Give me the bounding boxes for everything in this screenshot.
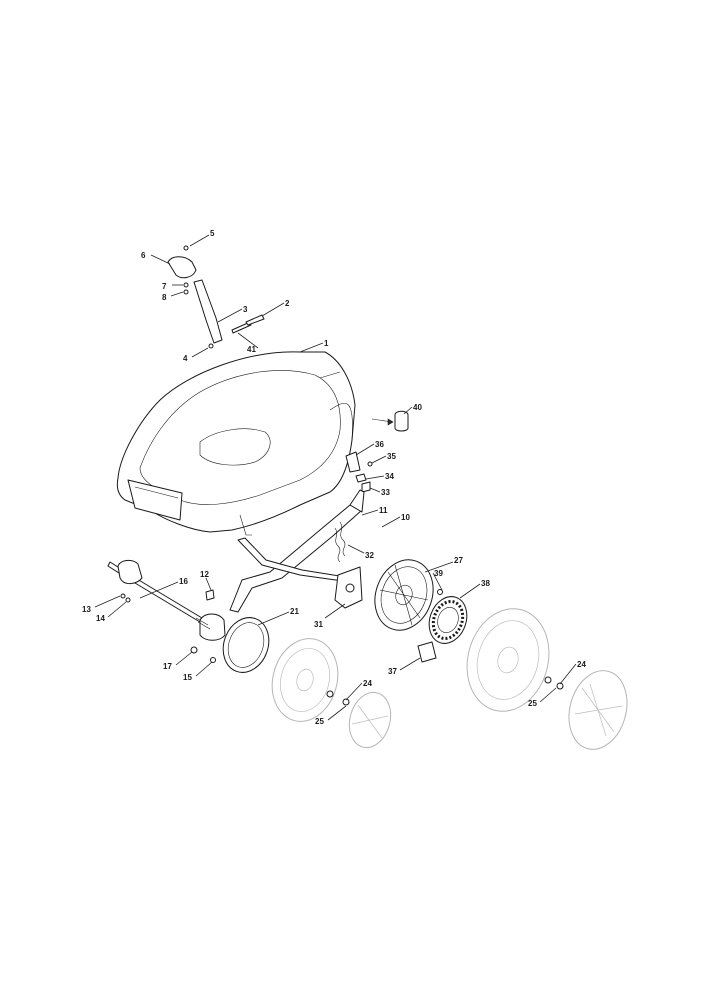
callout-25-right: 25 bbox=[528, 699, 537, 708]
callout-33: 33 bbox=[381, 488, 390, 497]
callout-13: 13 bbox=[82, 605, 91, 614]
large-wheels bbox=[466, 608, 628, 750]
callout-35: 35 bbox=[387, 452, 396, 461]
callout-25-left: 25 bbox=[315, 717, 324, 726]
callout-21: 21 bbox=[290, 607, 299, 616]
callout-5: 5 bbox=[210, 229, 215, 238]
callout-24-left: 24 bbox=[363, 679, 372, 688]
callout-7: 7 bbox=[162, 282, 167, 291]
callout-39: 39 bbox=[434, 569, 443, 578]
callout-41: 41 bbox=[247, 345, 256, 354]
callout-3: 3 bbox=[243, 305, 248, 314]
rear-bracket-parts bbox=[345, 410, 409, 493]
callout-40: 40 bbox=[413, 403, 422, 412]
callout-11: 11 bbox=[379, 506, 388, 515]
callout-37: 37 bbox=[388, 667, 397, 676]
callout-36: 36 bbox=[375, 440, 384, 449]
callout-27: 27 bbox=[454, 556, 463, 565]
callout-31: 31 bbox=[314, 620, 323, 629]
callout-15: 15 bbox=[183, 673, 192, 682]
callout-1: 1 bbox=[324, 339, 329, 348]
callout-8: 8 bbox=[162, 293, 167, 302]
callout-32: 32 bbox=[365, 551, 374, 560]
callout-6: 6 bbox=[141, 251, 146, 260]
callout-10: 10 bbox=[401, 513, 410, 522]
mower-deck bbox=[116, 351, 356, 536]
callout-4: 4 bbox=[183, 354, 188, 363]
callout-16: 16 bbox=[179, 577, 188, 586]
callout-labels: 1 2 3 4 5 6 7 8 41 40 36 35 34 33 11 10 … bbox=[82, 229, 586, 726]
drive-gears bbox=[222, 559, 468, 673]
callout-17: 17 bbox=[163, 662, 172, 671]
height-lever-assembly bbox=[167, 245, 265, 349]
small-wheels bbox=[271, 638, 392, 749]
callout-34: 34 bbox=[385, 472, 394, 481]
axle-and-spring bbox=[229, 489, 365, 613]
leader-lines bbox=[94, 234, 577, 721]
callout-14: 14 bbox=[96, 614, 105, 623]
callout-24-right: 24 bbox=[577, 660, 586, 669]
callout-2: 2 bbox=[285, 299, 290, 308]
callout-38: 38 bbox=[481, 579, 490, 588]
callout-12: 12 bbox=[200, 570, 209, 579]
